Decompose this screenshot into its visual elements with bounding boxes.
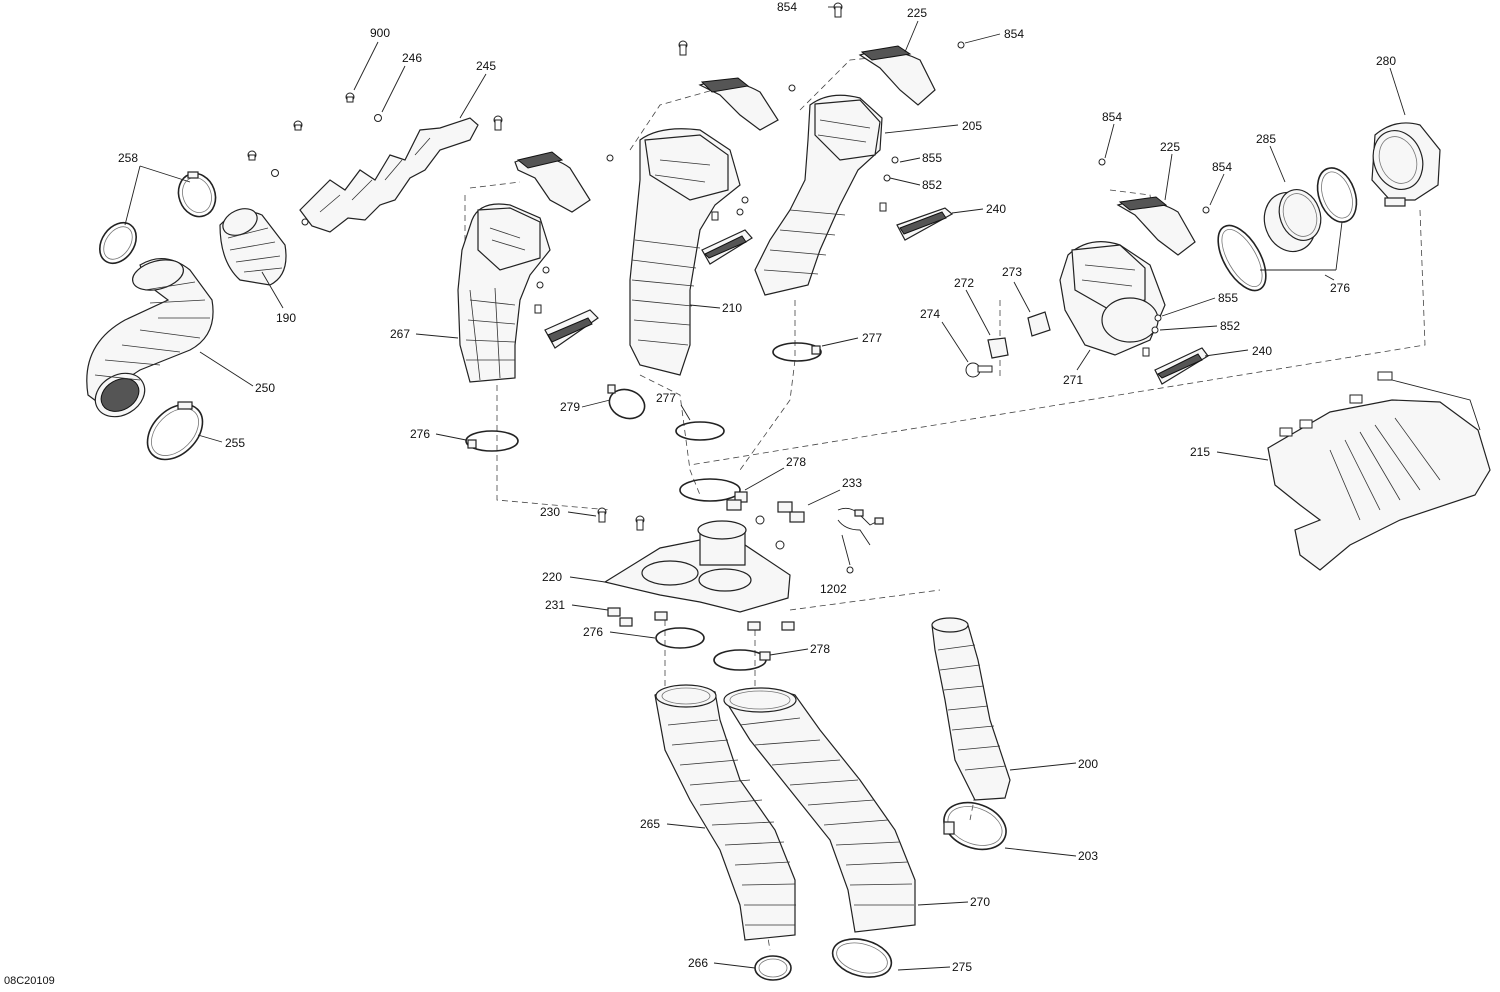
callout-900: 900 — [370, 26, 390, 40]
cover-225-right — [858, 45, 936, 106]
callout-276-c: 276 — [583, 625, 603, 639]
callout-276-b: 276 — [1330, 281, 1350, 295]
screws-900-246 — [247, 92, 382, 177]
callout-203: 203 — [1078, 849, 1098, 863]
cover-225-left — [514, 151, 591, 213]
elbow-280 — [1371, 122, 1441, 207]
callout-855-a: 855 — [922, 151, 942, 165]
callout-280: 280 — [1376, 54, 1396, 68]
housing-271 — [1059, 241, 1166, 356]
callout-273: 273 — [1002, 265, 1022, 279]
callout-245: 245 — [476, 59, 496, 73]
callout-225-b: 225 — [1160, 140, 1180, 154]
clamp-276-upper-left — [465, 430, 519, 452]
callout-852-b: 852 — [1220, 319, 1240, 333]
cover-215 — [1267, 371, 1491, 571]
callout-240-b: 240 — [1252, 344, 1272, 358]
callout-leaders — [124, 6, 1406, 971]
coupler-285 — [1263, 189, 1322, 253]
document-id: 08C20109 — [4, 975, 55, 987]
clamp-255 — [146, 401, 204, 461]
callout-278-a: 278 — [786, 455, 806, 469]
cover-225-mid — [698, 77, 779, 131]
clamp-203 — [943, 801, 1007, 851]
callout-854-b: 854 — [1004, 27, 1024, 41]
filter-240-top — [896, 207, 954, 241]
callout-210: 210 — [722, 301, 742, 315]
callout-277-a: 277 — [862, 331, 882, 345]
callout-854-c: 854 — [1102, 110, 1122, 124]
plenum-210 — [629, 128, 741, 376]
ring-276-right — [1217, 224, 1267, 292]
callout-278-b: 278 — [810, 642, 830, 656]
clamp-276-lower — [655, 627, 705, 649]
callout-215: 215 — [1190, 445, 1210, 459]
clamp-258-upper — [177, 171, 217, 218]
hose-270 — [723, 687, 916, 933]
clamp-279 — [607, 384, 646, 420]
callout-labels: 900 246 245 258 190 250 255 854 225 854 … — [118, 0, 1396, 974]
callout-220: 220 — [542, 570, 562, 584]
callout-266: 266 — [688, 956, 708, 970]
bracket-245 — [299, 117, 479, 233]
callout-205: 205 — [962, 119, 982, 133]
hose-250 — [86, 258, 214, 418]
wire-harness-1202 — [837, 507, 884, 574]
callout-233: 233 — [842, 476, 862, 490]
plenum-267 — [457, 203, 551, 383]
callout-265: 265 — [640, 817, 660, 831]
clamp-277-upper — [772, 342, 822, 362]
hose-200 — [931, 617, 1011, 801]
callout-258: 258 — [118, 151, 138, 165]
callout-275: 275 — [952, 960, 972, 974]
callout-854-a: 854 — [777, 0, 797, 14]
parts-272-273-274 — [965, 158, 1210, 378]
callout-855-b: 855 — [1218, 291, 1238, 305]
callout-270: 270 — [970, 895, 990, 909]
callout-852-a: 852 — [922, 178, 942, 192]
clamp-258-lower — [99, 221, 137, 265]
clamp-278-upper — [679, 478, 748, 503]
base-plate-220 — [597, 499, 805, 631]
clamp-277-lower — [675, 421, 725, 441]
callout-225-a: 225 — [907, 6, 927, 20]
filter-240-right — [1154, 347, 1209, 385]
intake-elbow-group — [86, 92, 479, 461]
callout-272: 272 — [954, 276, 974, 290]
callout-1202: 1202 — [820, 582, 847, 596]
callout-277-b: 277 — [656, 391, 676, 405]
callout-276-a: 276 — [410, 427, 430, 441]
elbow-190 — [219, 208, 287, 286]
callout-230: 230 — [540, 505, 560, 519]
filter-240-mid — [701, 229, 753, 265]
callout-279: 279 — [560, 400, 580, 414]
callout-285: 285 — [1256, 132, 1276, 146]
cover-225-far-right — [1116, 196, 1196, 256]
callout-255: 255 — [225, 436, 245, 450]
small-hardware-center — [493, 2, 965, 314]
callout-240-a: 240 — [986, 202, 1006, 216]
callout-854-d: 854 — [1212, 160, 1232, 174]
callout-231: 231 — [545, 598, 565, 612]
callout-250: 250 — [255, 381, 275, 395]
callout-267: 267 — [390, 327, 410, 341]
clamp-275 — [831, 938, 893, 978]
clamp-266 — [754, 955, 792, 981]
callout-271: 271 — [1063, 373, 1083, 387]
callout-274: 274 — [920, 307, 940, 321]
callout-190: 190 — [276, 311, 296, 325]
clamp-278-lower — [713, 649, 771, 671]
hose-265 — [654, 684, 796, 941]
plenum-205 — [754, 94, 883, 296]
callout-246: 246 — [402, 51, 422, 65]
filter-240-left — [544, 309, 599, 349]
callout-200: 200 — [1078, 757, 1098, 771]
ring-276-upper — [1316, 167, 1358, 223]
